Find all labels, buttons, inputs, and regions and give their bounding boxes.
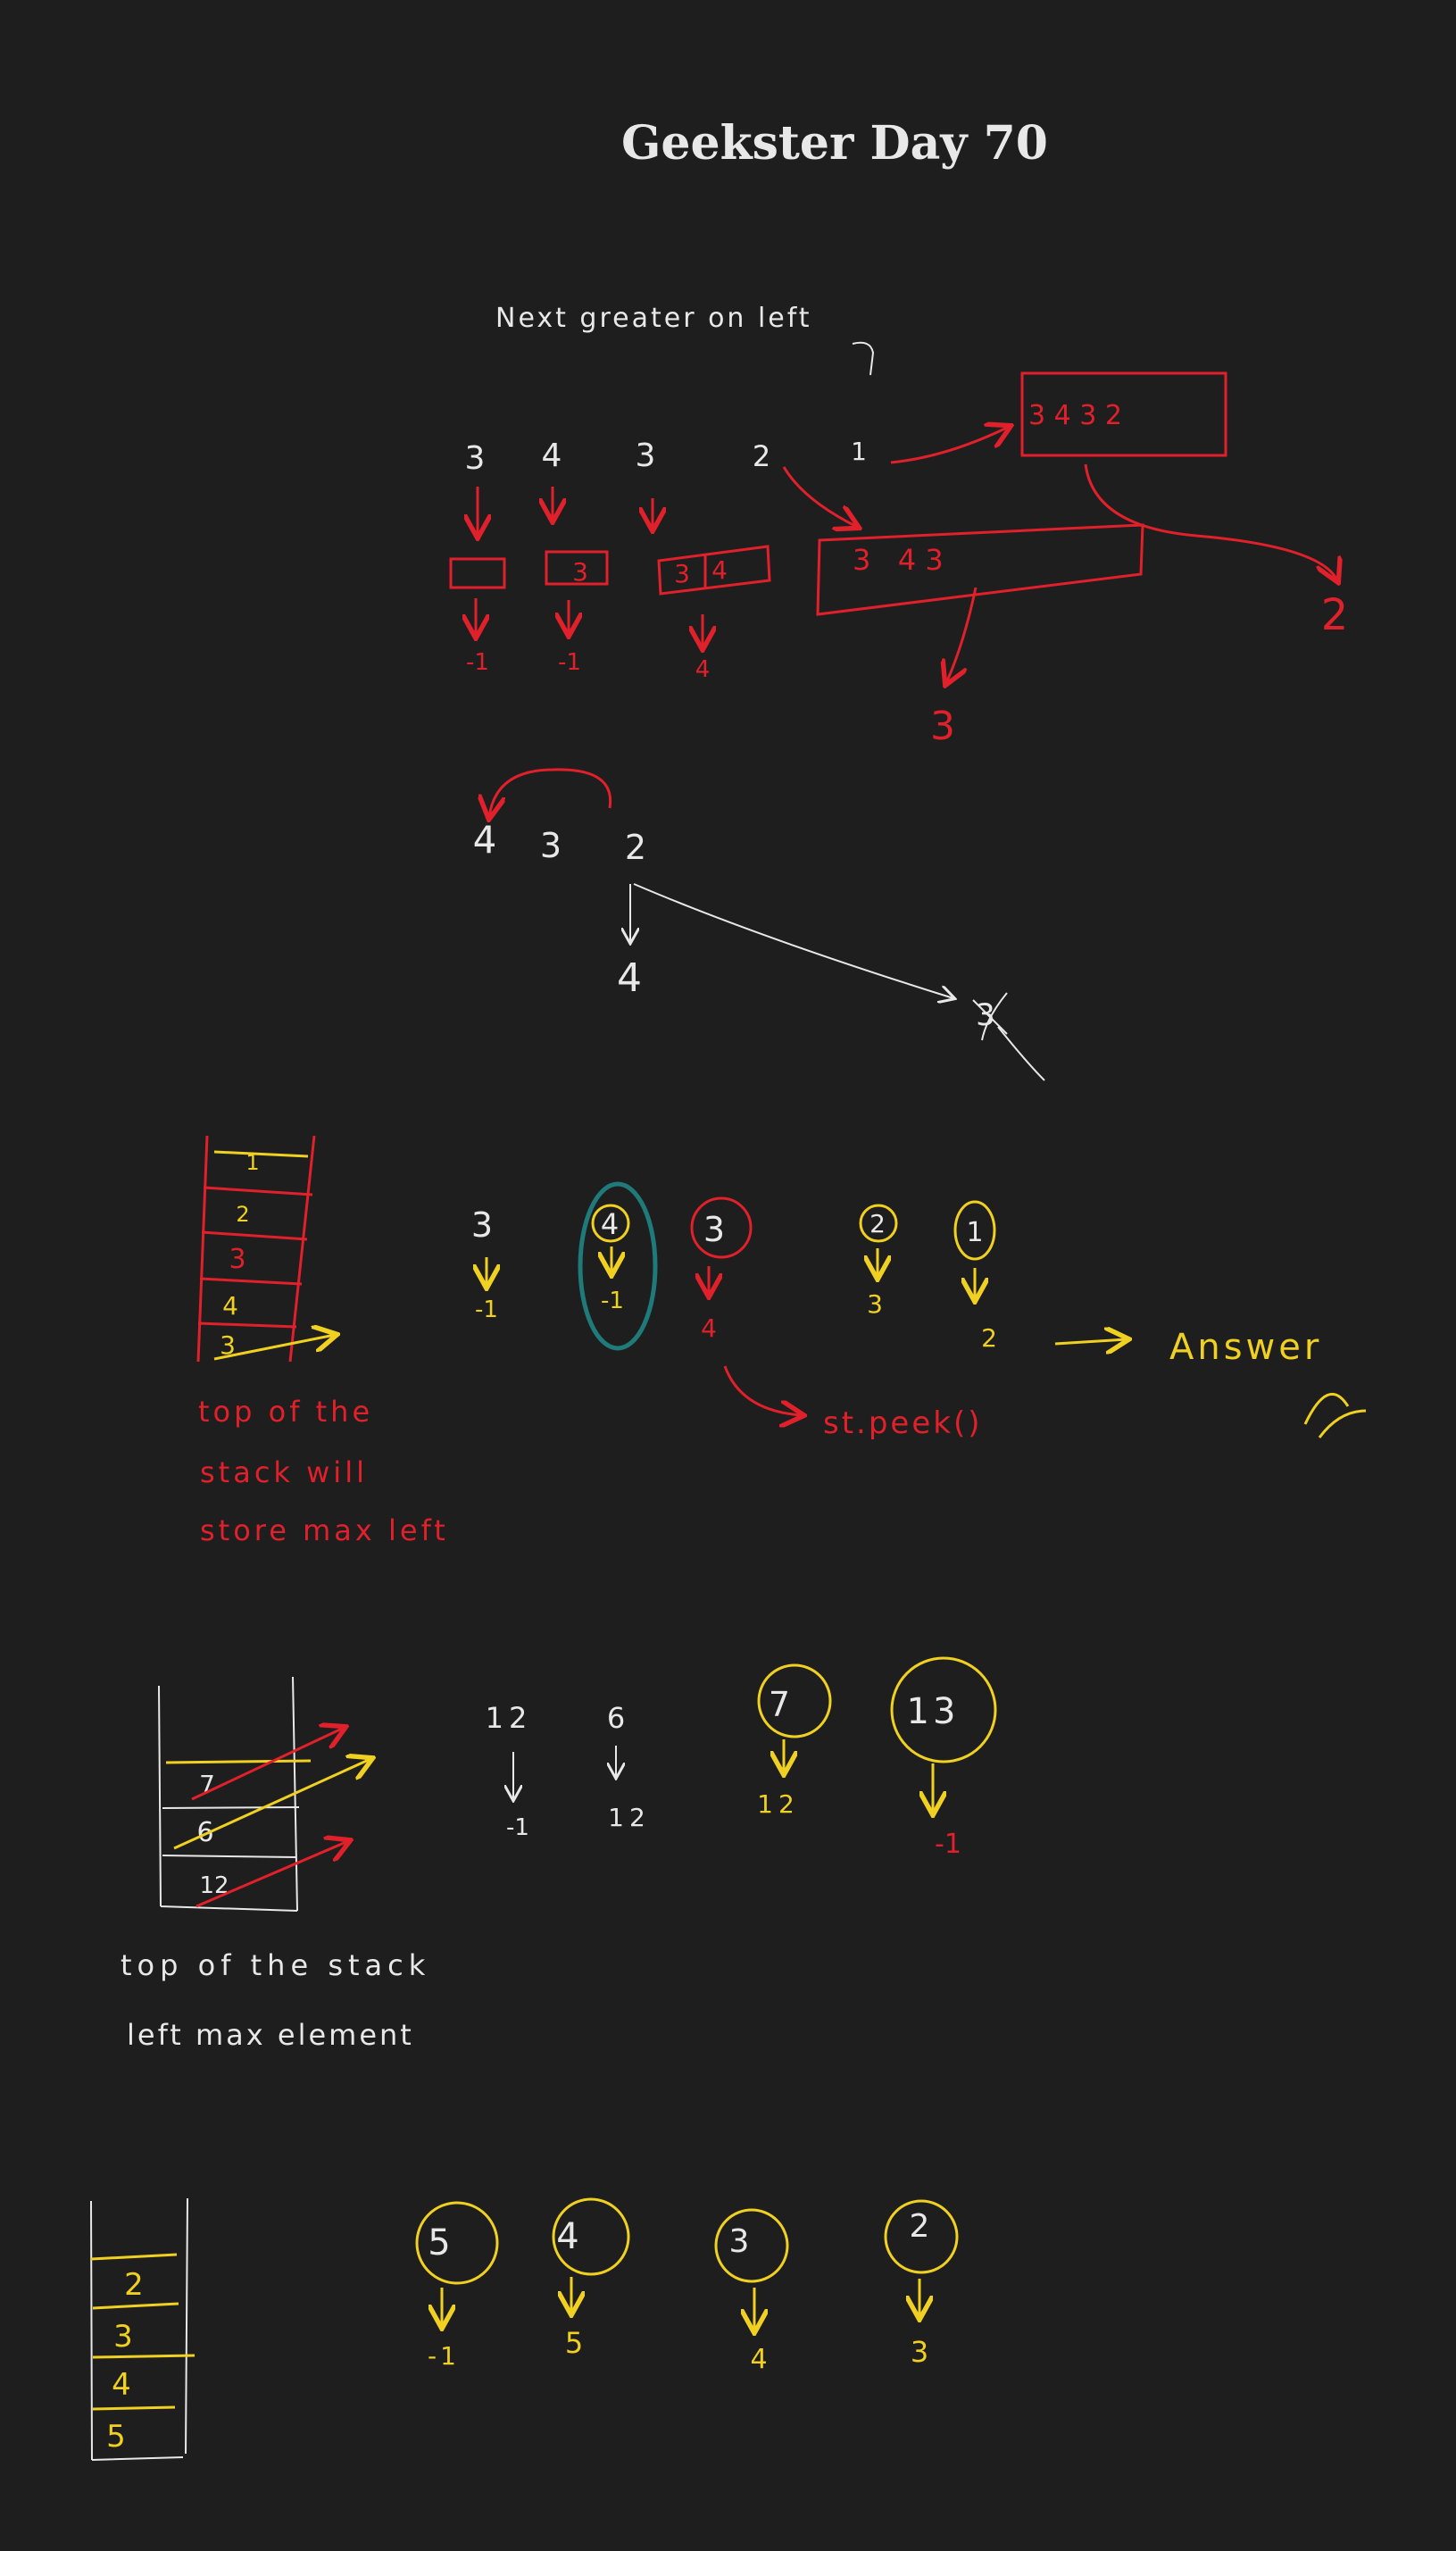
section4-input-1: 6	[607, 1701, 625, 1735]
section4-note-line-0: top of the stack	[121, 1948, 430, 1982]
section5-input-0: 5	[428, 2222, 450, 2263]
section3-note-line-2: store max left	[200, 1513, 449, 1547]
section1-output-2: 4	[695, 656, 711, 683]
section5-stack-item-2: 4	[112, 2367, 131, 2403]
section4-output-2: 12	[757, 1789, 800, 1819]
section4-output-0: -1	[506, 1814, 529, 1841]
section2-down-result: 4	[617, 955, 642, 1001]
section1-stack-top: 3 4 3 2	[1028, 400, 1122, 431]
section3-output-4: 2	[981, 1323, 997, 1353]
section2-crossed: 3	[976, 997, 995, 1033]
section3-input-0: 3	[471, 1205, 493, 1245]
section3-note-line-0: top of the	[198, 1395, 373, 1429]
section1-stack3: 3 4 3	[853, 543, 944, 577]
section1-stack2-b: 4	[711, 555, 728, 585]
section3-stack-item-1: 2	[236, 1202, 249, 1227]
section4-output-1: 12	[608, 1803, 651, 1832]
section2-input-1: 3	[540, 826, 562, 865]
section1-input-3: 2	[753, 439, 770, 473]
section1-output-0: -1	[466, 649, 489, 676]
section5-stack-item-1: 3	[113, 2319, 133, 2355]
section3-output-1: -1	[601, 1288, 624, 1314]
section3-input-3: 2	[869, 1209, 886, 1238]
section5-stack-item-3: 5	[106, 2419, 126, 2455]
section5-output-3: 3	[911, 2335, 928, 2369]
section2-input-2: 2	[625, 828, 646, 867]
section3-output-3: 3	[867, 1289, 883, 1319]
section5-input-1: 4	[556, 2216, 578, 2257]
section-final-example: 2 3 4 5 5 4 3 2 -1 5 4 3	[90, 2197, 959, 2461]
section1-input-0: 3	[465, 440, 486, 477]
section3-peek: st.peek()	[823, 1405, 983, 1441]
section2-input-0: 4	[473, 818, 497, 862]
section5-input-2: 3	[729, 2223, 750, 2260]
section3-stack-item-3: 4	[222, 1291, 238, 1321]
section1-output-1: -1	[558, 649, 581, 676]
section5-stack-item-0: 2	[124, 2267, 144, 2303]
section5-output-1: 5	[565, 2326, 583, 2360]
section5-output-2: 4	[750, 2344, 767, 2375]
section5-output-0: -1	[428, 2341, 460, 2371]
section4-output-3: -1	[935, 1829, 961, 1860]
section5-input-3: 2	[910, 2208, 930, 2245]
section3-stack-item-2: 3	[229, 1244, 245, 1275]
section3-stack-item-4: 3	[220, 1330, 236, 1360]
section1-input-4: 1	[851, 437, 867, 466]
section3-output-2: 4	[701, 1313, 717, 1343]
section3-answer: Answer	[1169, 1327, 1322, 1368]
section1-input-1: 4	[542, 438, 562, 474]
section-next-greater-left: Next greater on left 3 4 3 2 1 3 3 4 -1 …	[449, 303, 1349, 749]
section3-note-line-1: stack will	[200, 1455, 368, 1489]
section1-result-3: 3	[930, 704, 955, 749]
section1-stack1: 3	[572, 557, 588, 587]
section3-input-2: 3	[703, 1210, 725, 1249]
section4-note-line-1: left max element	[127, 2018, 414, 2052]
section1-heading: Next greater on left	[495, 303, 812, 334]
page-title: Geekster Day 70	[621, 116, 1048, 171]
section-trace: 4 3 2 4 3	[473, 768, 1045, 1081]
section3-output-0: -1	[475, 1296, 498, 1323]
section4-input-0: 12	[486, 1701, 533, 1735]
section4-input-2: 7	[769, 1685, 790, 1724]
section-stack-max-left: 1 2 3 4 3 top of the stack will store ma…	[196, 1135, 1367, 1547]
section1-input-2: 3	[636, 438, 656, 474]
section1-stack2-a: 3	[674, 559, 690, 588]
section4-stack-item-0: 7	[199, 1770, 215, 1799]
section1-result-2: 2	[1321, 590, 1349, 640]
section3-input-4: 1	[966, 1217, 983, 1248]
section4-input-3: 13	[907, 1691, 960, 1732]
section3-input-1: 4	[601, 1207, 619, 1241]
section3-stack-item-0: 1	[245, 1150, 259, 1175]
section-left-max: 7 6 12 top of the stack left max element…	[121, 1656, 997, 2052]
